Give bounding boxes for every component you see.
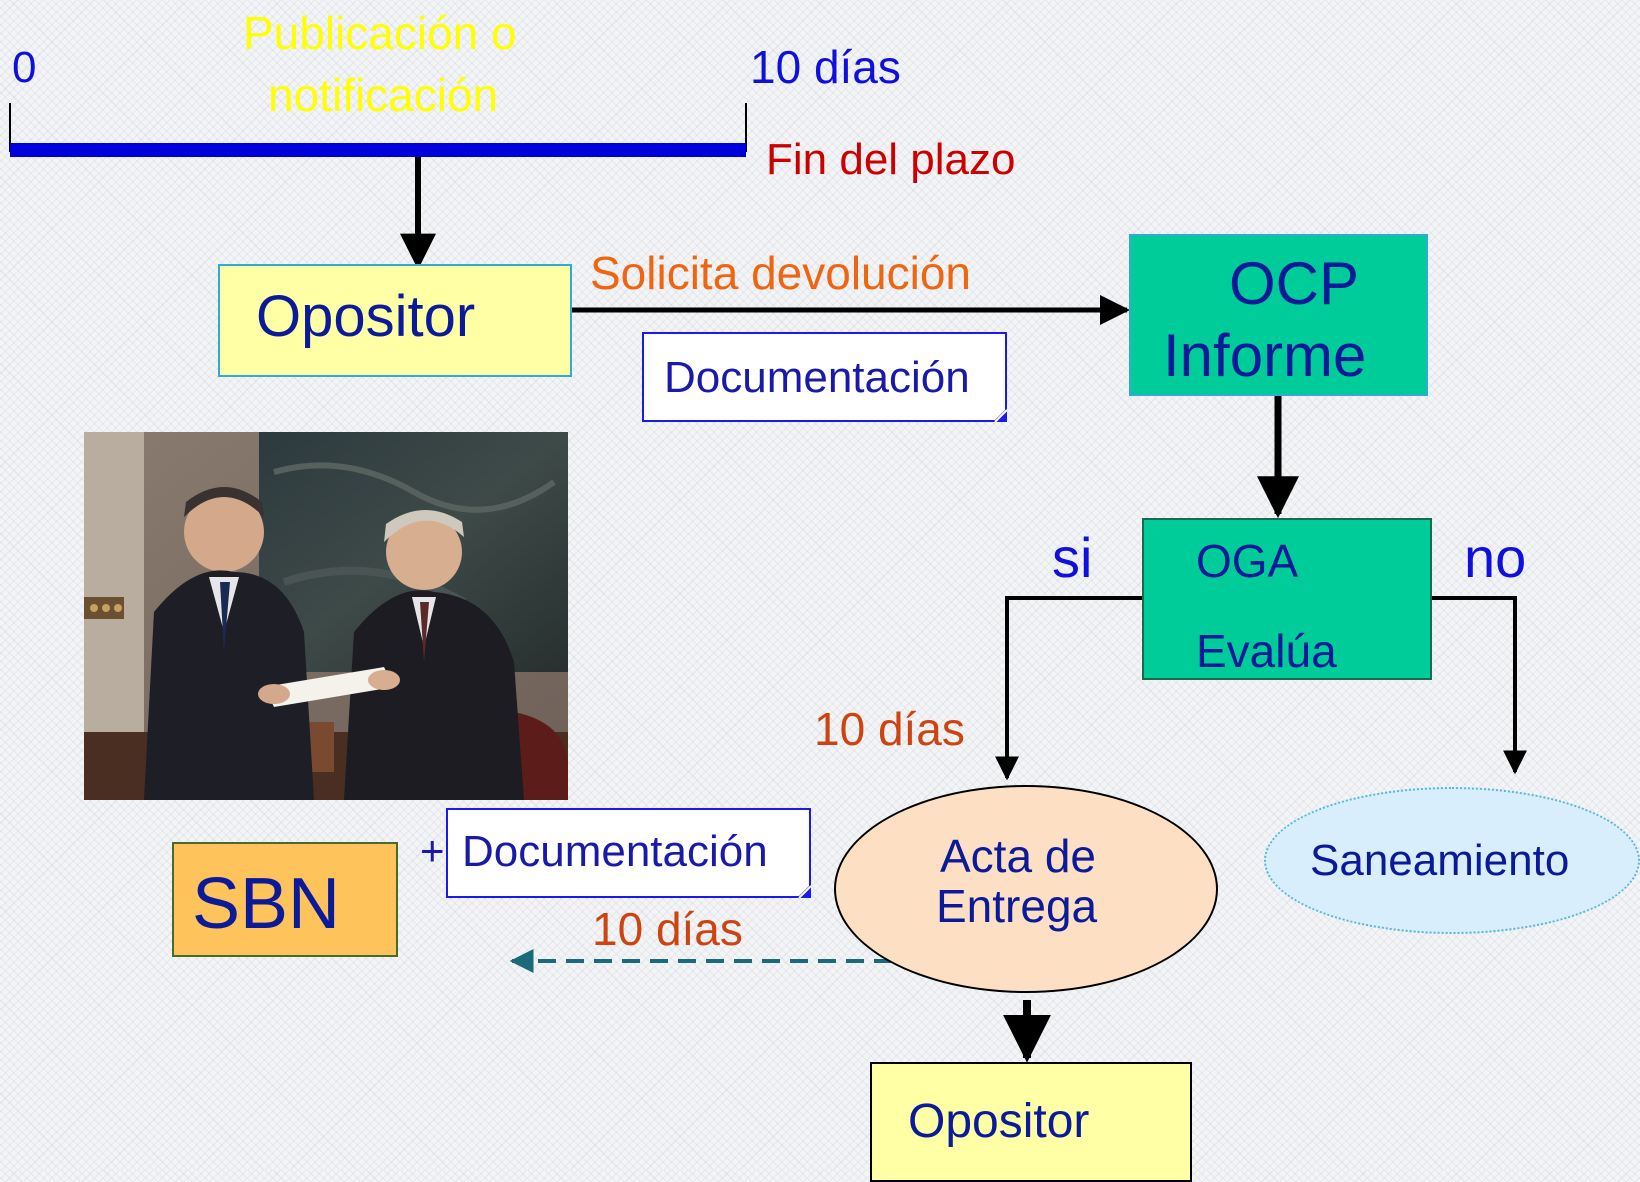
- documentation-note-2-label: Documentación: [462, 827, 768, 876]
- arrow-oga-yes: [995, 596, 1142, 781]
- ocp-box: OCP Informe: [1129, 234, 1428, 396]
- request-return-label: Solicita devolución: [590, 247, 972, 299]
- timeline-bar: [10, 143, 746, 157]
- documentation-note-1: Documentación: [642, 332, 1007, 422]
- timeline-end-label: 10 días: [750, 41, 901, 93]
- saneamiento-ellipse: Saneamiento: [1264, 787, 1640, 934]
- opositor-top-label: Opositor: [256, 284, 476, 349]
- deadline-label: Fin del plazo: [766, 135, 1016, 184]
- saneamiento-label: Saneamiento: [1310, 836, 1570, 885]
- documentation-note-1-label: Documentación: [664, 353, 970, 402]
- oga-box: OGA Evalúa: [1142, 518, 1432, 680]
- opositor-box-bottom: Opositor: [870, 1062, 1192, 1182]
- ocp-title: OCP: [1229, 250, 1360, 317]
- acta-entrega-ellipse: Acta de Entrega: [834, 785, 1218, 993]
- publication-label-line1: Publicación o: [243, 7, 517, 59]
- sbn-box: SBN: [172, 842, 398, 957]
- acta-line1: Acta de: [940, 830, 1096, 882]
- plus-sign: +: [420, 827, 445, 874]
- opositor-bottom-label: Opositor: [908, 1095, 1090, 1148]
- arrow-oga-no: [1432, 596, 1527, 775]
- handshake-photo: [84, 432, 568, 800]
- ocp-subtitle: Informe: [1163, 322, 1367, 389]
- timeline-start-label: 0: [12, 43, 37, 92]
- oga-title: OGA: [1196, 535, 1299, 587]
- note-fold-icon: [797, 884, 811, 898]
- note-fold-icon: [993, 408, 1007, 422]
- oga-subtitle: Evalúa: [1196, 625, 1337, 677]
- opositor-box-top: Opositor: [218, 264, 572, 377]
- branch-no-label: no: [1464, 526, 1527, 589]
- ten-days-acta-label: 10 días: [814, 703, 965, 755]
- ten-days-sbn-label: 10 días: [592, 903, 743, 955]
- publication-label-line2: notificación: [268, 69, 499, 121]
- documentation-note-2: Documentación: [446, 808, 811, 898]
- branch-yes-label: si: [1052, 526, 1093, 589]
- acta-line2: Entrega: [936, 880, 1098, 932]
- sbn-label: SBN: [192, 864, 341, 944]
